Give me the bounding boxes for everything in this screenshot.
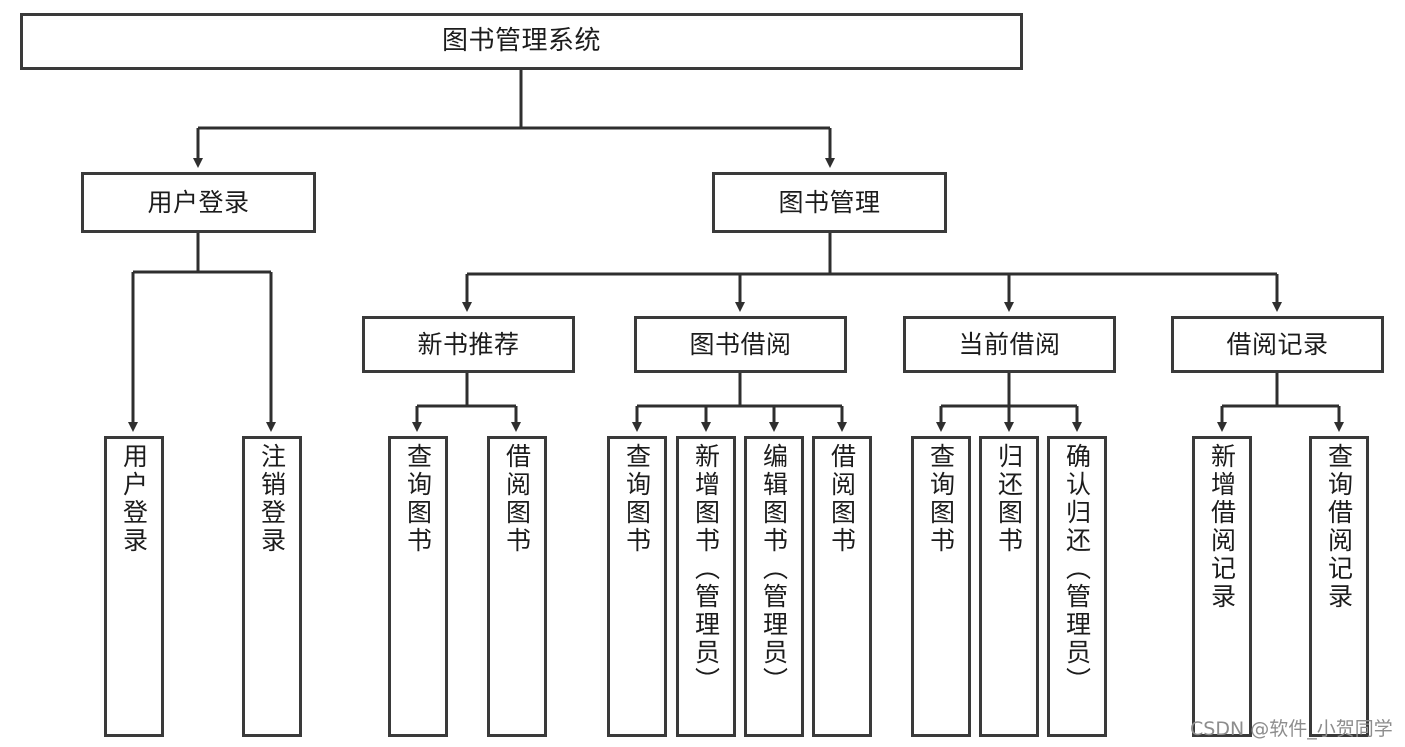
node-user-login[interactable]: 用户登录: [81, 172, 316, 233]
node-leaf-edit-book-admin[interactable]: 编辑图书（管理员）: [744, 436, 804, 737]
node-label: 新书推荐: [417, 329, 520, 359]
node-label: 新增借阅记录: [1207, 443, 1237, 611]
node-label: 图书管理系统: [441, 25, 601, 56]
node-label: 图书借阅: [689, 329, 792, 359]
node-leaf-borrow-book[interactable]: 借阅图书: [812, 436, 872, 737]
node-label: 用户登录: [147, 187, 250, 217]
node-label: 借阅图书: [827, 443, 857, 555]
node-label: 编辑图书（管理员）: [759, 443, 789, 695]
node-leaf-return-book[interactable]: 归还图书: [979, 436, 1039, 737]
node-label: 确认归还（管理员）: [1062, 443, 1092, 695]
node-new-book-recommend[interactable]: 新书推荐: [362, 316, 575, 373]
node-label: 查询借阅记录: [1324, 443, 1354, 611]
node-label: 查询图书: [403, 443, 433, 555]
node-book-management[interactable]: 图书管理: [712, 172, 947, 233]
node-label: 借阅记录: [1226, 329, 1329, 359]
node-label: 注销登录: [257, 443, 287, 555]
node-leaf-query-book[interactable]: 查询图书: [607, 436, 667, 737]
node-leaf-query-book-current[interactable]: 查询图书: [911, 436, 971, 737]
node-leaf-logout[interactable]: 注销登录: [242, 436, 302, 737]
node-label: 当前借阅: [958, 329, 1061, 359]
node-leaf-add-borrow-record[interactable]: 新增借阅记录: [1192, 436, 1252, 737]
watermark-text: CSDN @软件_小贺同学: [1190, 718, 1393, 740]
node-leaf-borrow-book-recommend[interactable]: 借阅图书: [487, 436, 547, 737]
node-leaf-confirm-return-admin[interactable]: 确认归还（管理员）: [1047, 436, 1107, 737]
node-label: 新增图书（管理员）: [691, 443, 721, 695]
node-borrow-record[interactable]: 借阅记录: [1171, 316, 1384, 373]
node-label: 查询图书: [622, 443, 652, 555]
node-leaf-query-borrow-record[interactable]: 查询借阅记录: [1309, 436, 1369, 737]
node-label: 图书管理: [778, 187, 881, 217]
node-label: 归还图书: [994, 443, 1024, 555]
node-current-borrow[interactable]: 当前借阅: [903, 316, 1116, 373]
node-root-system[interactable]: 图书管理系统: [20, 13, 1023, 70]
node-leaf-query-book-recommend[interactable]: 查询图书: [388, 436, 448, 737]
node-label: 借阅图书: [502, 443, 532, 555]
node-label: 查询图书: [926, 443, 956, 555]
node-leaf-add-book-admin[interactable]: 新增图书（管理员）: [676, 436, 736, 737]
node-leaf-user-login[interactable]: 用户登录: [104, 436, 164, 737]
node-label: 用户登录: [119, 443, 149, 555]
node-book-borrow[interactable]: 图书借阅: [634, 316, 847, 373]
